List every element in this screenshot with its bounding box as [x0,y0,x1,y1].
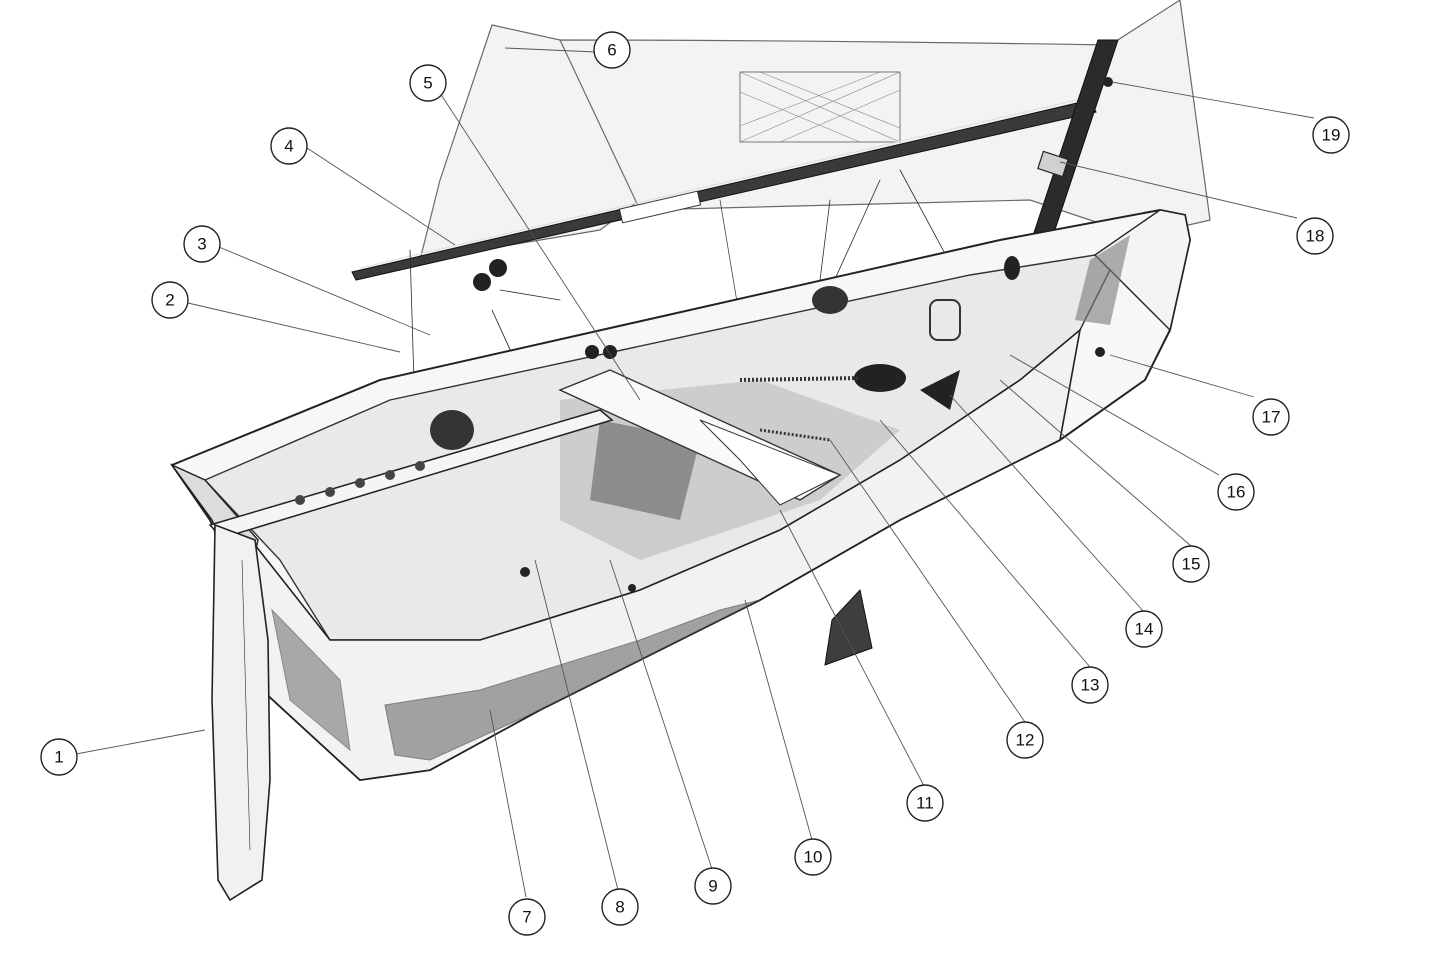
callout-5: 5 [409,64,447,102]
callout-17: 17 [1252,398,1290,436]
callout-18-label: 18 [1306,227,1325,246]
hull [169,208,1192,782]
callout-4-label: 4 [284,137,293,156]
callout-13-label: 13 [1081,676,1100,695]
callout-1-label: 1 [54,748,63,767]
sails [419,0,1211,261]
callout-3: 3 [183,225,221,263]
callout-4: 4 [270,127,308,165]
callout-7-label: 7 [522,908,531,927]
callout-6: 6 [593,31,631,69]
callout-14-label: 14 [1135,620,1154,639]
boom [351,97,1097,281]
callout-12: 12 [1006,721,1044,759]
callout-9-label: 9 [708,877,717,896]
callout-11-label: 11 [916,794,934,813]
callout-13: 13 [1071,666,1109,704]
fittings [430,256,1105,592]
callout-3-label: 3 [197,235,206,254]
callout-15-label: 15 [1182,555,1201,574]
callout-19: 19 [1312,116,1350,154]
leader-lines [75,47,1315,898]
callout-12-label: 12 [1016,731,1035,750]
callout-18: 18 [1296,217,1334,255]
callout-5-label: 5 [423,74,432,93]
rudder [211,523,271,902]
callout-10-label: 10 [804,848,823,867]
centerboard [824,588,873,666]
callout-14: 14 [1125,610,1163,648]
sail-batten-window [739,71,901,143]
callout-8: 8 [601,888,639,926]
callout-8-label: 8 [615,898,624,917]
callout-1: 1 [40,738,78,776]
callout-10: 10 [794,838,832,876]
callout-11: 11 [906,784,944,822]
callout-9: 9 [694,867,732,905]
callout-6-label: 6 [607,41,616,60]
callout-16: 16 [1217,473,1255,511]
callout-16-label: 16 [1227,483,1246,502]
callout-2-label: 2 [165,291,174,310]
callout-15: 15 [1172,545,1210,583]
mainsail [559,0,1211,232]
callout-19-label: 19 [1322,126,1341,145]
callout-7: 7 [508,898,546,936]
callout-17-label: 17 [1262,408,1281,427]
callout-2: 2 [151,281,189,319]
